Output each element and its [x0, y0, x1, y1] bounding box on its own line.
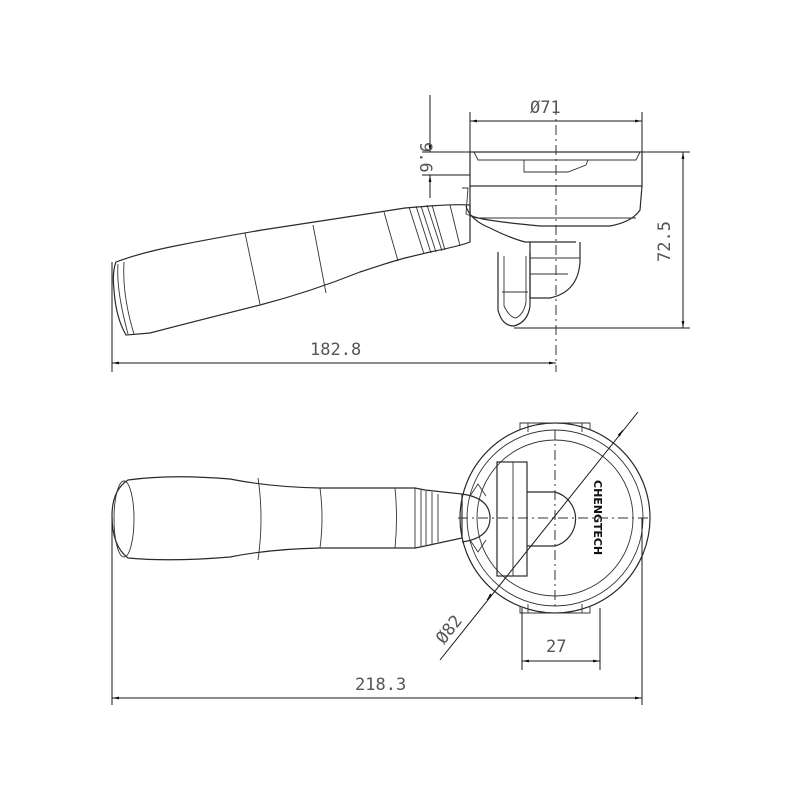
svg-text:27: 27 — [546, 637, 566, 657]
dim-total-height: 72.5 — [514, 151, 690, 329]
dim-side-length: 182.8 — [111, 262, 556, 372]
dim-top-diameter: Ø71 — [469, 98, 643, 152]
dim-basket-diameter: Ø82 — [432, 411, 639, 661]
dim-spout-width: 27 — [521, 608, 601, 670]
top-view: CHENGTECH Ø82 27 218.3 — [111, 411, 651, 705]
svg-text:72.5: 72.5 — [655, 221, 675, 262]
dim-rim-height: 9.6 — [415, 95, 470, 198]
svg-text:218.3: 218.3 — [355, 675, 406, 695]
side-basket — [462, 151, 643, 327]
svg-text:Ø82: Ø82 — [432, 612, 467, 649]
svg-text:182.8: 182.8 — [310, 340, 361, 360]
side-handle — [112, 204, 471, 336]
dim-total-length: 218.3 — [111, 518, 643, 705]
side-view: Ø71 9.6 72.5 182.8 — [111, 95, 690, 372]
svg-text:CHENGTECH: CHENGTECH — [591, 480, 604, 555]
top-handle — [111, 476, 463, 561]
svg-text:Ø71: Ø71 — [530, 98, 561, 118]
svg-text:9.6: 9.6 — [415, 142, 435, 173]
